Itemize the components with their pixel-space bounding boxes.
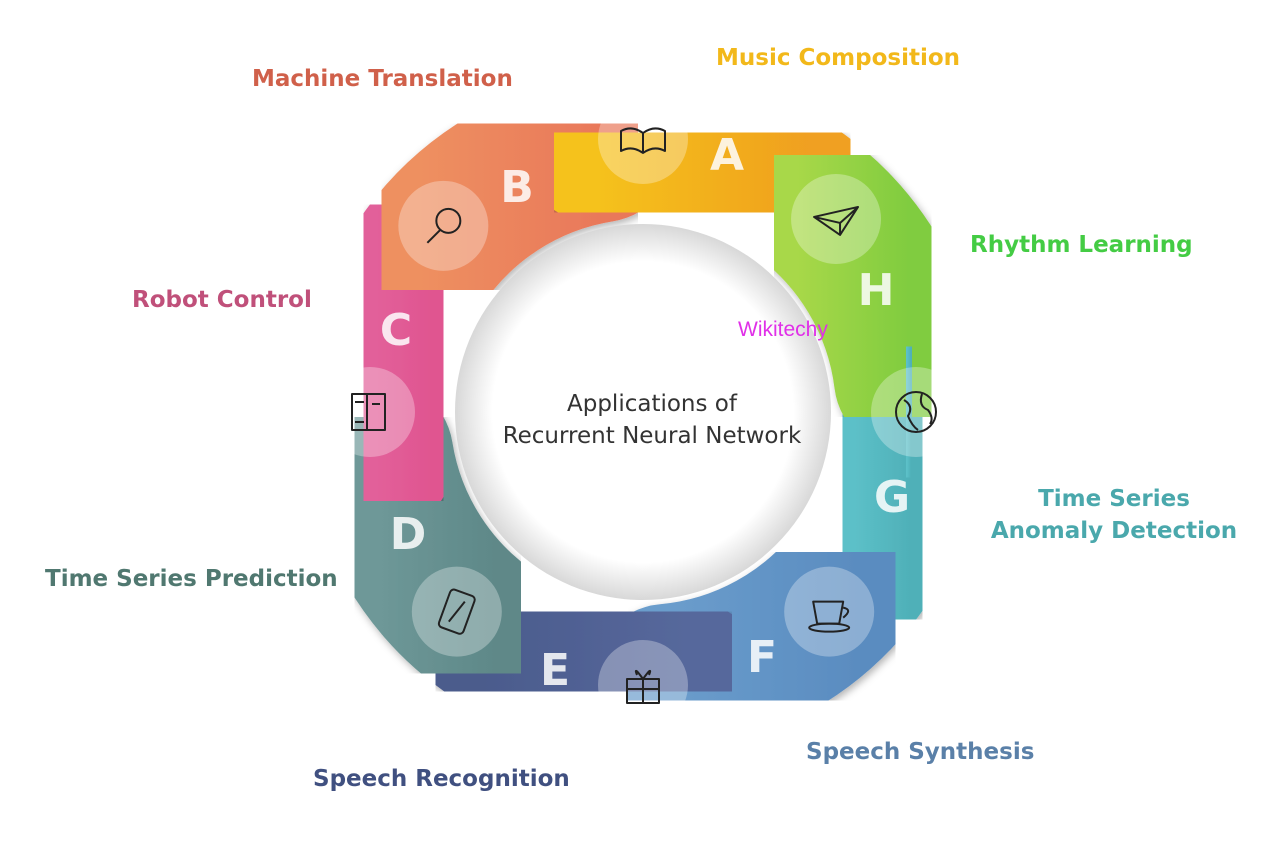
label-anomaly-line-1: Time Series	[1038, 486, 1190, 512]
label-anomaly-line-2: Anomaly Detection	[991, 518, 1237, 544]
watermark: Wikitechy	[738, 318, 828, 341]
letter-h: H	[858, 265, 895, 316]
books-icon	[325, 367, 415, 457]
label-time-series-prediction: Time Series Prediction	[45, 566, 338, 592]
segment-g-head	[831, 290, 986, 534]
tablet-icon	[411, 566, 502, 657]
label-machine-translation: Machine Translation	[252, 66, 513, 92]
letter-c: C	[380, 305, 412, 356]
letter-d: D	[390, 509, 427, 560]
label-robot-control: Robot Control	[132, 287, 312, 313]
coffee-cup-icon	[784, 566, 875, 657]
title-line-1: Applications of	[567, 391, 738, 417]
letter-a: A	[710, 130, 744, 181]
icons	[325, 94, 961, 730]
open-book-icon	[598, 94, 688, 184]
paper-plane-icon	[791, 173, 882, 264]
label-rhythm-learning: Rhythm Learning	[970, 232, 1193, 258]
label-music-composition: Music Composition	[716, 45, 960, 71]
title-line-2: Recurrent Neural Network	[503, 423, 802, 449]
center-circle	[455, 224, 831, 600]
letter-e: E	[540, 645, 570, 696]
letter-f: F	[747, 632, 777, 683]
globe-icon	[871, 367, 961, 457]
label-speech-synthesis: Speech Synthesis	[806, 739, 1034, 765]
letter-b: B	[500, 162, 534, 213]
gift-icon	[598, 640, 688, 730]
magnifier-icon	[398, 180, 489, 271]
letter-g: G	[874, 472, 910, 523]
label-speech-recognition: Speech Recognition	[313, 766, 570, 792]
